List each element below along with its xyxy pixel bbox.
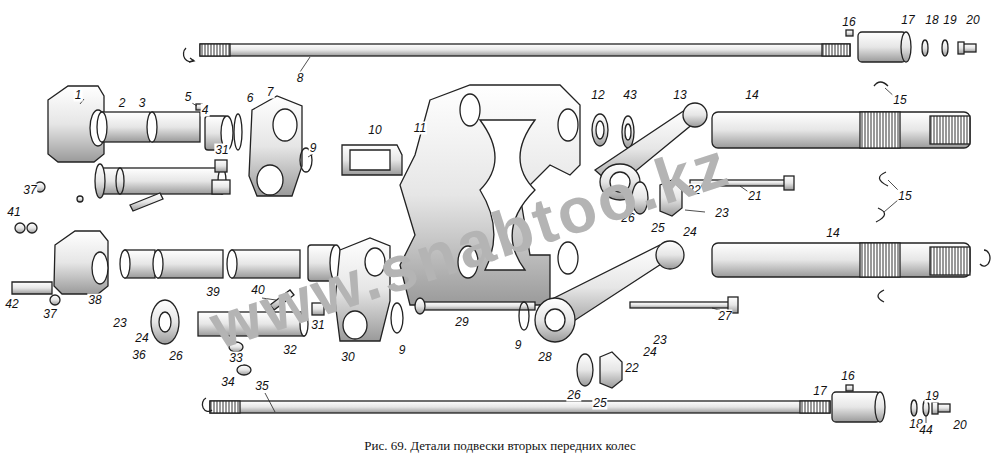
callout-number: 28 [537, 351, 552, 364]
callout-number: 17 [900, 14, 915, 27]
callout-number: 34 [220, 376, 235, 389]
callout-number: 32 [282, 344, 297, 357]
callout-number: 14 [744, 89, 759, 102]
callout-number: 19 [942, 14, 957, 27]
callout-number: 27 [717, 310, 732, 323]
callout-number: 26 [566, 389, 581, 402]
callout-number: 1 [74, 89, 83, 102]
callout-number: 20 [965, 14, 980, 27]
callout-number: 26 [168, 350, 183, 363]
figure-caption: Рис. 69. Детали подвески вторых передних… [0, 438, 1000, 454]
callout-number: 10 [367, 124, 382, 137]
callout-number: 11 [413, 122, 427, 135]
callout-number: 4 [201, 104, 210, 117]
callout-number: 9 [514, 339, 523, 352]
callout-number: 23 [714, 207, 729, 220]
callout-number: 30 [340, 351, 355, 364]
callout-number: 44 [918, 424, 933, 437]
callout-number: 36 [131, 349, 146, 362]
callout-number: 12 [590, 89, 605, 102]
callout-number: 25 [650, 222, 665, 235]
callout-number: 3 [138, 97, 147, 110]
callout-number: 13 [672, 89, 687, 102]
callout-number: 15 [897, 190, 912, 203]
callout-number: 14 [825, 227, 840, 240]
callout-number: 22 [624, 362, 639, 375]
callout-number: 20 [952, 419, 967, 432]
callout-number: 37 [42, 308, 57, 321]
callout-number: 29 [454, 316, 469, 329]
callout-number: 5 [184, 91, 193, 104]
callout-number: 42 [4, 298, 19, 311]
callout-number: 43 [622, 89, 637, 102]
callout-number: 16 [841, 16, 856, 29]
callout-number: 9 [309, 142, 318, 155]
callout-number: 7 [266, 86, 275, 99]
callout-number: 9 [398, 344, 407, 357]
callout-number: 19 [924, 390, 939, 403]
callout-number: 41 [6, 206, 21, 219]
callout-number: 18 [924, 14, 939, 27]
callout-number: 37 [22, 184, 37, 197]
callout-number: 24 [134, 332, 149, 345]
callout-number: 31 [214, 144, 229, 157]
callout-number: 16 [840, 370, 855, 383]
callout-number: 35 [254, 380, 269, 393]
callout-number: 2 [118, 97, 127, 110]
callout-number: 24 [682, 226, 697, 239]
callout-number: 38 [87, 294, 102, 307]
callout-number: 15 [892, 94, 907, 107]
callout-number: 23 [112, 317, 127, 330]
callout-number: 8 [296, 72, 305, 85]
callout-number: 21 [747, 190, 762, 203]
callout-number: 17 [812, 385, 827, 398]
callout-number: 6 [246, 92, 255, 105]
callout-number: 24 [642, 346, 657, 359]
callout-number: 25 [592, 397, 607, 410]
